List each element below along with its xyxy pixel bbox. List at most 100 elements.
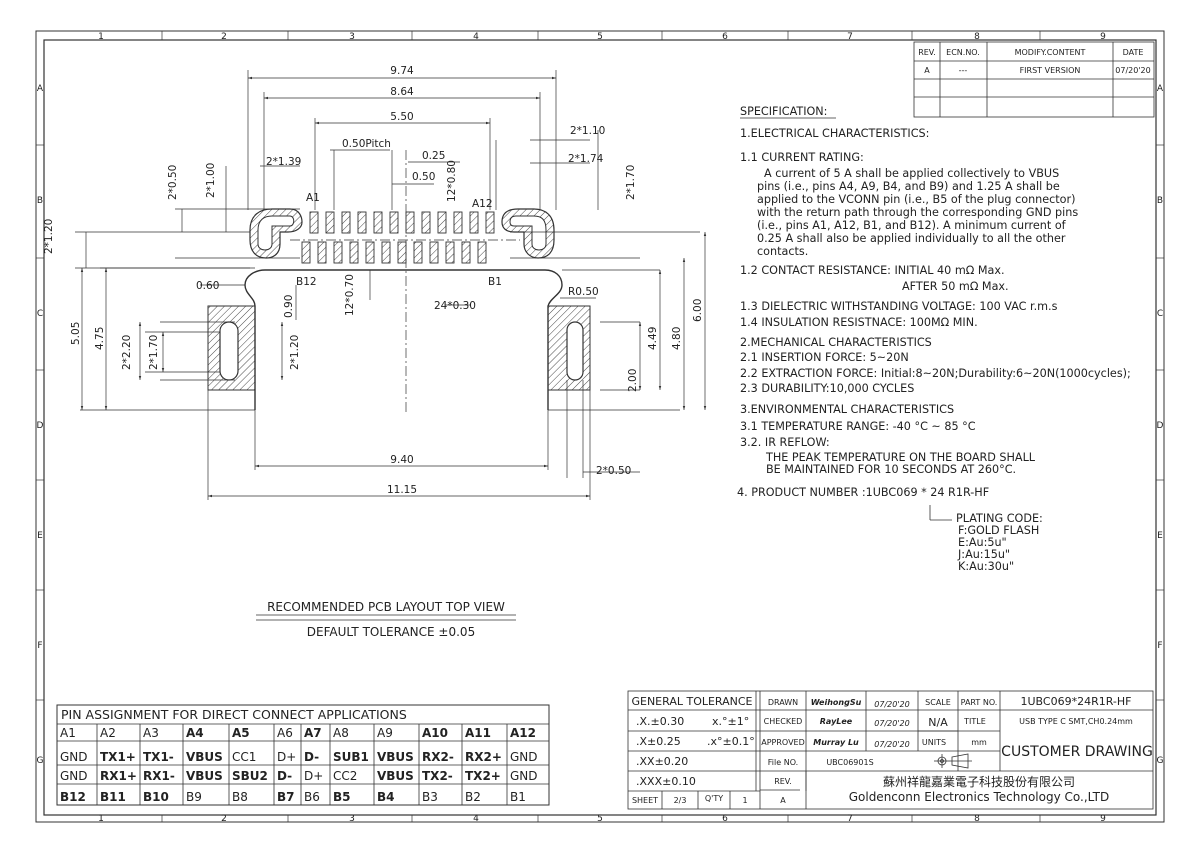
pin-cell: VBUS bbox=[186, 769, 223, 783]
spec-line: 3.1 TEMPERATURE RANGE: -40 °C ~ 85 °C bbox=[740, 420, 976, 433]
dim-11-15: 11.15 bbox=[387, 484, 417, 496]
spec-heading: SPECIFICATION: bbox=[740, 105, 827, 118]
pin-cell: VBUS bbox=[377, 750, 414, 764]
pin-cell: RX1+ bbox=[100, 769, 137, 783]
date-value: 07/20'20 bbox=[1115, 66, 1150, 75]
top-pad bbox=[485, 211, 495, 234]
dim-0-25: 0.25 bbox=[422, 150, 445, 162]
bottom-pad bbox=[413, 241, 423, 264]
dim-12x0-70: 12*0.70 bbox=[344, 274, 356, 316]
bottom-row-pads bbox=[301, 241, 487, 264]
bottom-pad bbox=[477, 241, 487, 264]
tol-4: .XXX±0.10 bbox=[636, 775, 696, 788]
dim-5-50: 5.50 bbox=[390, 111, 413, 123]
spec-line: 2.3 DURABILITY:10,000 CYCLES bbox=[740, 382, 914, 395]
file-value: UBC06901S bbox=[826, 758, 873, 767]
dim-9-40: 9.40 bbox=[390, 454, 413, 466]
rev-label: REV. bbox=[774, 777, 792, 786]
pin-cell: B10 bbox=[143, 790, 169, 804]
spec-line: with the return path through the corresp… bbox=[757, 206, 1078, 219]
dim-8-64: 8.64 bbox=[390, 86, 414, 98]
bottom-pad bbox=[397, 241, 407, 264]
plating-line: PLATING CODE: bbox=[956, 512, 1043, 525]
pin-cell: TX2+ bbox=[465, 769, 501, 783]
dim-4-75: 4.75 bbox=[94, 327, 106, 350]
top-pad bbox=[405, 211, 415, 234]
dim-9-74: 9.74 bbox=[390, 65, 414, 77]
part-value: 1UBC069*24R1R-HF bbox=[1021, 695, 1132, 708]
spec-line: contacts. bbox=[757, 245, 808, 258]
spec-line: (i.e., pins A1, A12, B1, and B12). A min… bbox=[757, 219, 1067, 232]
zone-col-bottom: 7 bbox=[847, 814, 853, 824]
dim-r0-50: R0.50 bbox=[568, 286, 599, 298]
modify-value: FIRST VERSION bbox=[1020, 66, 1081, 75]
company-name-cn: 蘇州祥龍嘉業電子科技股份有限公司 bbox=[883, 774, 1075, 789]
dimension-lines bbox=[75, 70, 707, 500]
dim-4-80: 4.80 bbox=[671, 327, 683, 350]
pin-cell: D+ bbox=[304, 769, 323, 783]
bottom-pad bbox=[365, 241, 375, 264]
pcb-layout-drawing: 9.74 8.64 5.50 0.50Pitch 0.25 0.50 12*0.… bbox=[43, 65, 707, 639]
part-label: PART NO. bbox=[961, 698, 998, 707]
zone-col-bottom: 4 bbox=[473, 814, 479, 824]
dim-2x1-00: 2*1.00 bbox=[205, 163, 217, 198]
dim-24x0-30: 24*0.30 bbox=[434, 300, 476, 312]
zone-row-left: C bbox=[37, 309, 43, 319]
title-value: USB TYPE C SMT,CH0.24mm bbox=[1019, 717, 1133, 726]
zone-row-right: F bbox=[1157, 641, 1162, 651]
board-outline bbox=[244, 269, 563, 410]
pin-cell: A5 bbox=[232, 726, 250, 740]
top-pad bbox=[373, 211, 383, 234]
dim-0-50-pitch: 0.50Pitch bbox=[342, 138, 391, 150]
tol-3: .XX±0.20 bbox=[636, 755, 688, 768]
pin-cell: VBUS bbox=[186, 750, 223, 764]
revision-table bbox=[913, 41, 1155, 118]
pin-label-a12: A12 bbox=[472, 198, 493, 210]
default-tolerance: DEFAULT TOLERANCE ±0.05 bbox=[307, 625, 475, 639]
dimension-texts: 9.74 8.64 5.50 0.50Pitch 0.25 0.50 12*0.… bbox=[43, 65, 704, 496]
top-pad bbox=[469, 211, 479, 234]
pin-cell: A2 bbox=[100, 726, 116, 740]
zone-col-top: 2 bbox=[221, 32, 227, 42]
drawn-name: WeihongSu bbox=[811, 698, 862, 707]
pin-cell: B7 bbox=[277, 790, 295, 804]
file-label: File NO. bbox=[768, 758, 798, 767]
units-label: UNITS bbox=[922, 738, 946, 747]
spec-line: 2.2 EXTRACTION FORCE: Initial:8~20N;Dura… bbox=[740, 367, 1131, 380]
units-value: mm bbox=[971, 738, 987, 747]
pin-cell: GND bbox=[510, 750, 538, 764]
top-pad bbox=[437, 211, 447, 234]
pin-cell: RX2+ bbox=[465, 750, 502, 764]
bottom-pad bbox=[333, 241, 343, 264]
zone-row-right: A bbox=[1157, 84, 1164, 94]
zone-row-right: C bbox=[1157, 309, 1163, 319]
pin-cell: B3 bbox=[422, 790, 438, 804]
zone-col-bottom: 6 bbox=[722, 814, 728, 824]
approved-date: 07/20'20 bbox=[874, 740, 909, 749]
pin-cell: A4 bbox=[186, 726, 204, 740]
pin-cell: A1 bbox=[60, 726, 76, 740]
dim-2x1-70-left: 2*1.70 bbox=[148, 335, 160, 370]
checked-date: 07/20'20 bbox=[874, 719, 909, 728]
zone-col-bottom: 5 bbox=[597, 814, 603, 824]
dim-2x1-74: 2*1.74 bbox=[568, 153, 604, 165]
general-tolerance-label: GENERAL TOLERANCE bbox=[631, 695, 752, 708]
pin-label-a1: A1 bbox=[306, 192, 320, 204]
pin-cell: B2 bbox=[465, 790, 481, 804]
dim-4-49: 4.49 bbox=[647, 327, 659, 350]
modify-header: MODIFY.CONTENT bbox=[1015, 48, 1086, 57]
pin-cell: GND bbox=[510, 769, 538, 783]
drawn-label: DRAWN bbox=[768, 698, 798, 707]
pin-cell: SBU2 bbox=[232, 769, 268, 783]
spec-line: 1.1 CURRENT RATING: bbox=[740, 151, 864, 164]
pin-cell: RX1- bbox=[143, 769, 175, 783]
approved-label: APPROVED bbox=[761, 738, 805, 747]
top-pad bbox=[421, 211, 431, 234]
pin-grid bbox=[57, 723, 549, 805]
pin-cell: A11 bbox=[465, 726, 491, 740]
zone-col-bottom: 3 bbox=[349, 814, 355, 824]
bottom-pad bbox=[317, 241, 327, 264]
zone-row-left: G bbox=[37, 756, 44, 766]
date-header: DATE bbox=[1123, 48, 1144, 57]
